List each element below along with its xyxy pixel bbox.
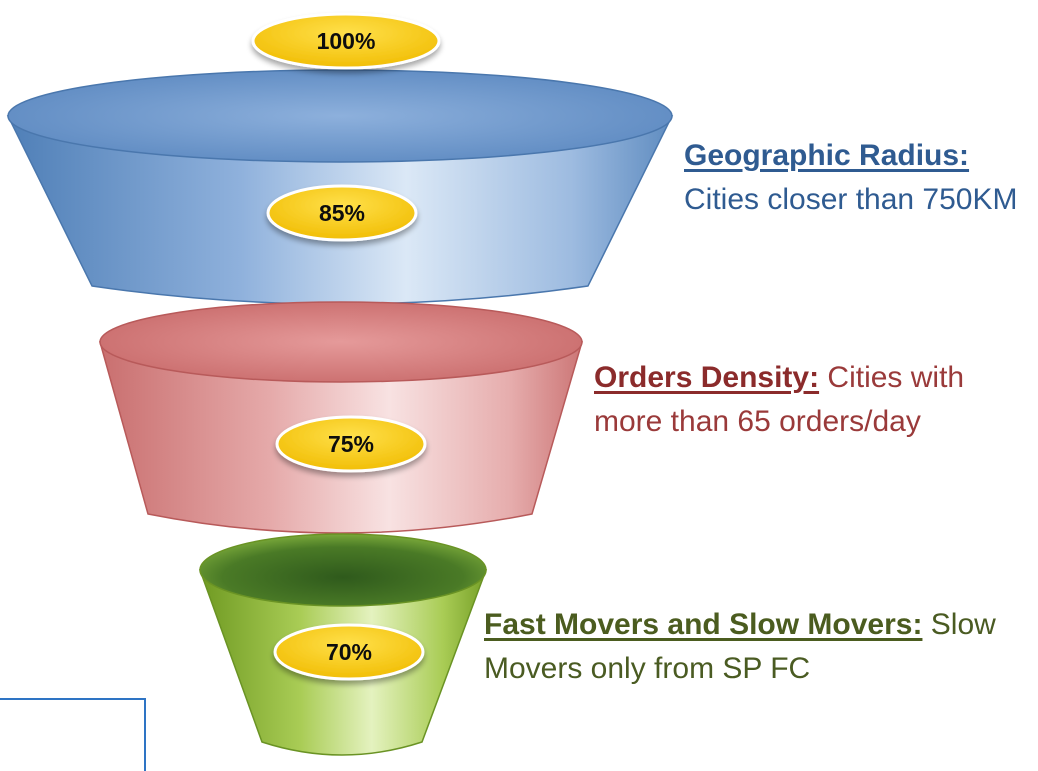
badge-85: 85% xyxy=(266,184,418,242)
label-orders-density: Orders Density: Cities with more than 65… xyxy=(594,356,1034,444)
label-geographic-radius-title: Geographic Radius: xyxy=(684,139,970,172)
badge-100: 100% xyxy=(251,12,441,70)
label-orders-density-title: Orders Density: xyxy=(594,361,820,394)
corner-frame xyxy=(0,698,146,771)
badge-70: 70% xyxy=(273,623,425,681)
badge-85-text: 85% xyxy=(319,200,365,226)
stage-top-red xyxy=(99,301,583,383)
stage-top-green xyxy=(199,533,487,607)
badge-75-text: 75% xyxy=(328,431,374,457)
label-geographic-radius: Geographic Radius: Cities closer than 75… xyxy=(684,134,1034,222)
badge-70-text: 70% xyxy=(326,639,372,665)
label-fast-slow-movers-description: Slow Movers only from SP FC xyxy=(484,608,996,685)
badge-100-text: 100% xyxy=(317,28,376,54)
badge-75: 75% xyxy=(275,415,427,473)
label-fast-slow-movers-title: Fast Movers and Slow Movers: xyxy=(484,608,923,641)
label-geographic-radius-description: Cities closer than 750KM xyxy=(684,183,1018,216)
stage-top-blue xyxy=(7,69,673,163)
label-fast-slow-movers: Fast Movers and Slow Movers: Slow Movers… xyxy=(484,603,1004,691)
label-orders-density-description: Cities with more than 65 orders/day xyxy=(594,361,965,438)
